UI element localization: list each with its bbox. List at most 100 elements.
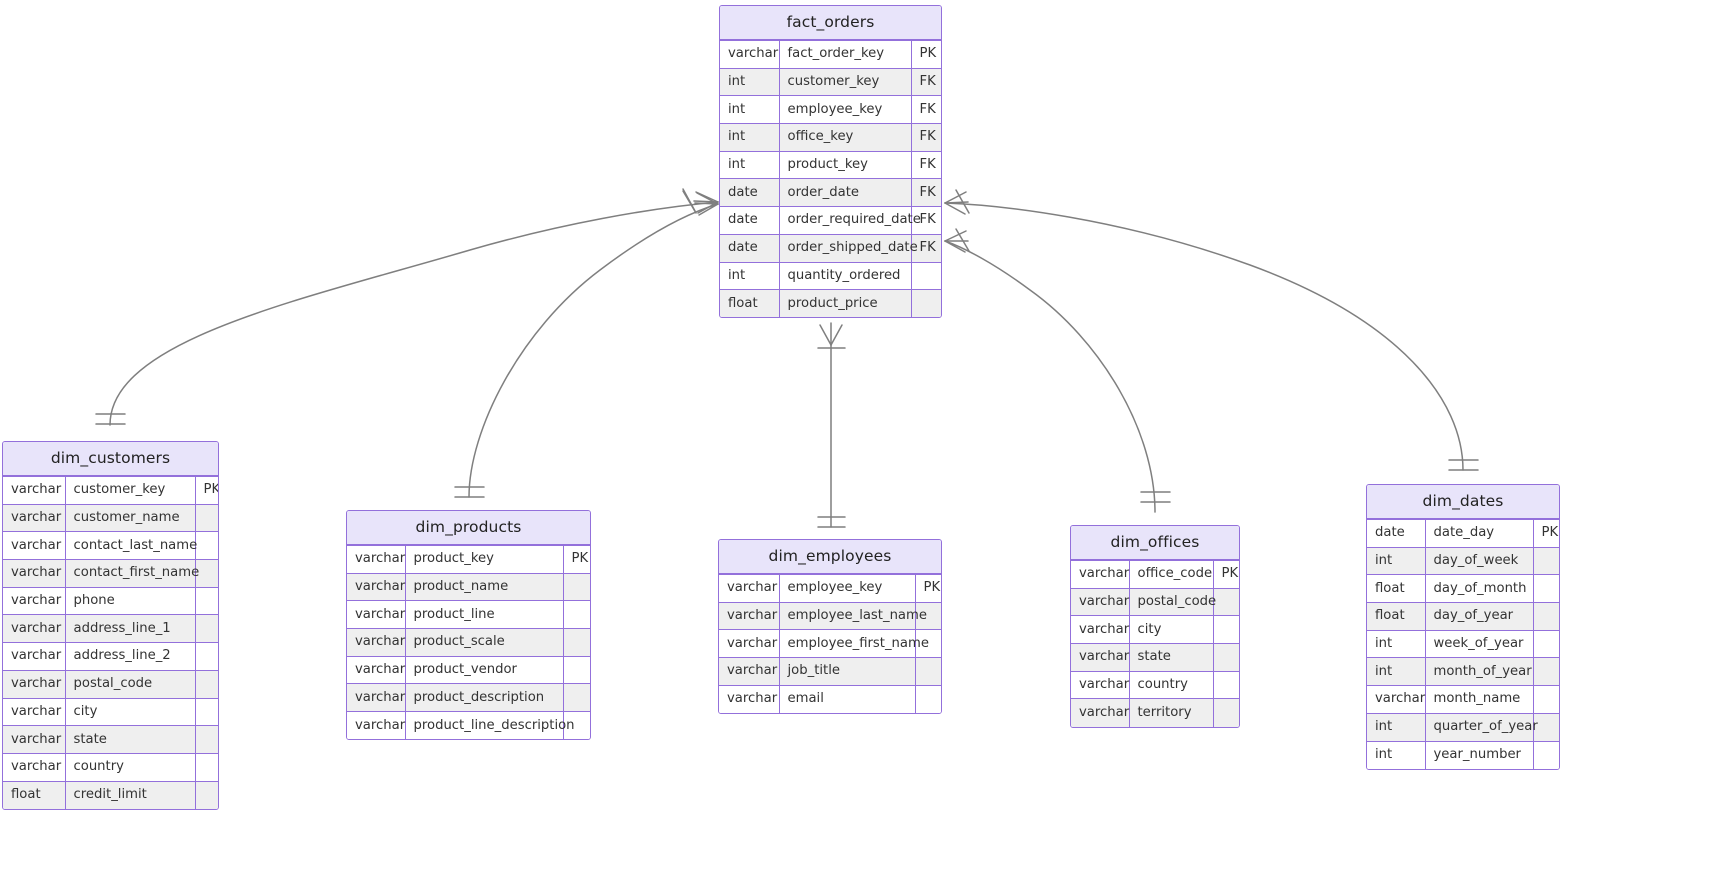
attribute-key-none <box>194 669 218 699</box>
attribute-key-none <box>1532 685 1559 714</box>
attribute-name: address_line_1 <box>64 614 196 644</box>
attribute-name: month_name <box>1424 685 1534 714</box>
attribute-type: float <box>1367 574 1426 604</box>
attribute-name: customer_name <box>64 503 196 533</box>
attribute-key-pk: PK <box>562 545 590 574</box>
relationship-dim_customers-fact_orders <box>95 188 719 426</box>
attribute-type: varchar <box>3 725 66 754</box>
attribute-key-fk: FK <box>910 206 941 235</box>
attribute-type: varchar <box>719 601 780 631</box>
attribute-key-none <box>562 683 590 713</box>
attribute-key-none <box>1532 574 1559 604</box>
attribute-key-fk: FK <box>910 178 941 208</box>
entity-title-fact_orders: fact_orders <box>720 6 941 40</box>
attribute-name: customer_key <box>64 476 196 505</box>
attribute-key-none <box>914 601 941 631</box>
attribute-type: int <box>720 150 780 180</box>
attribute-key-none <box>1212 643 1239 672</box>
attribute-type: varchar <box>1071 670 1130 700</box>
attribute-type: varchar <box>3 697 66 727</box>
attribute-key-pk: PK <box>914 574 941 603</box>
attribute-name: order_required_date <box>778 206 921 235</box>
attribute-key-none <box>910 289 941 318</box>
attribute-name: postal_code <box>1128 587 1216 617</box>
attribute-key-none <box>914 629 941 659</box>
attribute-name: email <box>778 684 916 713</box>
attribute-type: int <box>720 123 780 152</box>
attribute-type: varchar <box>347 600 406 630</box>
attribute-name: employee_key <box>778 574 916 603</box>
attribute-type: int <box>1367 546 1426 576</box>
relationship-dim_dates-fact_orders <box>944 189 1479 471</box>
attribute-type: date <box>720 178 780 208</box>
attribute-name: quantity_ordered <box>778 261 912 291</box>
attribute-type: varchar <box>719 657 780 686</box>
attribute-name: contact_last_name <box>64 531 197 561</box>
attribute-key-none <box>914 657 941 686</box>
attribute-name: product_line_description <box>404 711 575 740</box>
attribute-key-none <box>194 531 218 561</box>
attribute-name: product_vendor <box>404 655 564 685</box>
attribute-name: product_name <box>404 572 564 602</box>
attribute-key-none <box>1212 615 1239 645</box>
attribute-name: day_of_year <box>1424 602 1534 631</box>
attribute-key-none <box>194 752 218 782</box>
